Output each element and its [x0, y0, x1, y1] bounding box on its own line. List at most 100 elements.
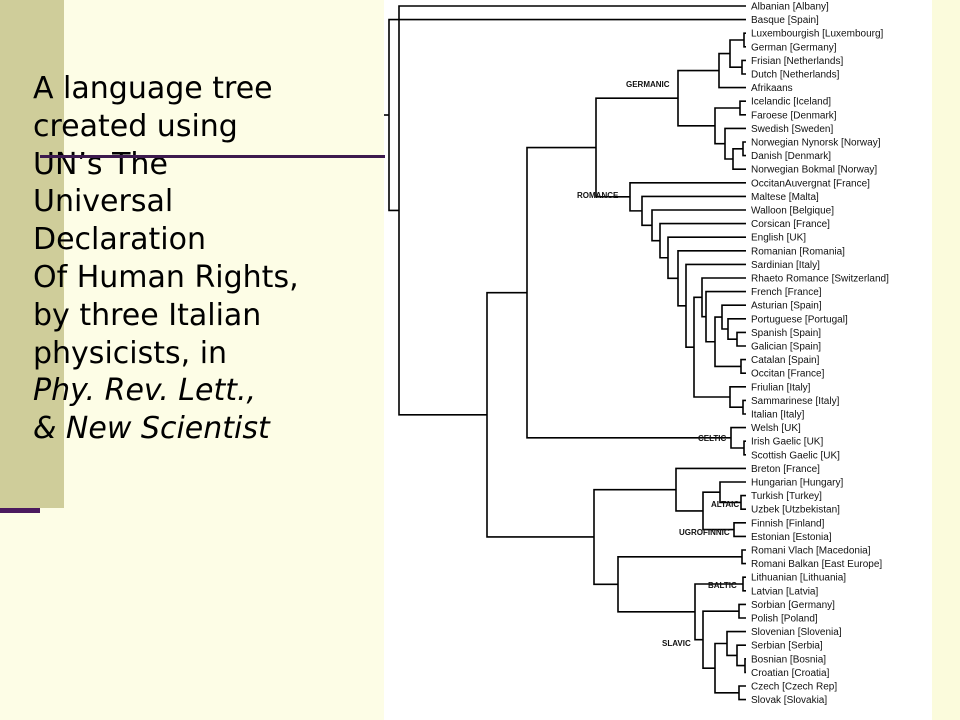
language-label: Slovenian [Slovenia]	[751, 627, 842, 638]
tree-branch	[738, 685, 746, 701]
tree-branch	[738, 603, 746, 619]
language-label: Rhaeto Romance [Switzerland]	[751, 274, 889, 285]
language-label: English [UK]	[751, 233, 806, 244]
caption-line: created using	[33, 108, 238, 144]
divider-rule	[40, 155, 385, 158]
language-label: Italian [Italy]	[751, 410, 805, 421]
tree-branch	[736, 331, 746, 347]
language-label: Czech [Czech Rep]	[751, 682, 837, 693]
tree-branch	[667, 236, 746, 280]
language-label: Afrikaans	[751, 83, 793, 94]
clade-label-slavic: SLAVIC	[662, 639, 691, 648]
tree-branch	[705, 290, 746, 343]
language-label: Faroese [Denmark]	[751, 110, 837, 121]
language-label: Irish Gaelic [UK]	[751, 437, 823, 448]
clade-label-altaic: ALTAIC	[711, 500, 739, 509]
caption-journal: Phy. Rev. Lett.,	[33, 373, 257, 409]
tree-branch	[693, 296, 730, 398]
caption-line: Declaration	[33, 222, 206, 258]
language-label: Welsh [UK]	[751, 423, 801, 434]
tree-branch	[741, 59, 746, 75]
language-label: Friulian [Italy]	[751, 382, 811, 393]
language-label: Norwegian Nynorsk [Norway]	[751, 138, 881, 149]
clade-label-germanic: GERMANIC	[626, 80, 670, 89]
caption-magazine: & New Scientist	[33, 411, 270, 447]
accent-rule	[0, 508, 40, 513]
tree-branch	[702, 491, 734, 531]
tree-branch	[641, 195, 746, 227]
clade-label-celtic: CELTIC	[698, 434, 727, 443]
caption-line: Universal	[33, 184, 174, 220]
language-label: Walloon [Belgique]	[751, 206, 834, 217]
tree-branch	[733, 522, 746, 538]
language-label: Portuguese [Portugal]	[751, 314, 848, 325]
language-label: Romanian [Romania]	[751, 246, 845, 257]
language-label: Latvian [Latvia]	[751, 586, 818, 597]
language-label: Sardinian [Italy]	[751, 260, 820, 271]
language-label: Croatian [Croatia]	[751, 668, 830, 679]
caption-line: by three Italian	[33, 297, 262, 333]
tree-branch	[701, 277, 746, 318]
language-label: Bosnian [Bosnia]	[751, 654, 826, 665]
language-label: Asturian [Spain]	[751, 301, 822, 312]
tree-branch	[742, 576, 746, 592]
language-label: Slovak [Slovakia]	[751, 695, 827, 706]
language-label: Icelandic [Iceland]	[751, 97, 831, 108]
clade-label-ugrofinnic: UGROFINNIC	[679, 528, 730, 537]
tree-branch	[742, 399, 746, 415]
clade-label-romance: ROMANCE	[577, 191, 619, 200]
caption-line: physicists, in	[33, 335, 228, 371]
tree-branch	[732, 148, 746, 170]
caption-text: A language tree created using UN’s The U…	[33, 70, 378, 448]
language-label: Scottish Gaelic [UK]	[751, 450, 840, 461]
language-label: Galician [Spain]	[751, 342, 821, 353]
tree-leaf-labels: Albanian [Albany]Basque [Spain]Luxembour…	[751, 2, 889, 707]
tree-branch	[714, 107, 740, 145]
tree-branch	[388, 18, 746, 212]
language-label: Basque [Spain]	[751, 15, 819, 26]
language-label: Uzbek [Utzbekistan]	[751, 505, 840, 516]
language-label: Hungarian [Hungary]	[751, 478, 843, 489]
tree-branch	[651, 209, 746, 242]
left-accent-band	[0, 0, 64, 508]
tree-branch	[702, 610, 739, 669]
language-label: Serbian [Serbia]	[751, 641, 823, 652]
language-label: Dutch [Netherlands]	[751, 70, 840, 81]
tree-branch	[740, 494, 746, 510]
tree-branch	[739, 100, 746, 116]
language-label: Norwegian Bokmal [Norway]	[751, 165, 877, 176]
tree-branch	[486, 291, 594, 538]
tree-branch	[743, 32, 746, 48]
language-label: German [Germany]	[751, 42, 837, 53]
language-label: French [France]	[751, 287, 822, 298]
tree-branch	[740, 358, 746, 374]
language-label: Frisian [Netherlands]	[751, 56, 843, 67]
tree-clade-labels: GERMANIC ROMANCE CELTIC ALTAIC UGROFINNI…	[577, 80, 739, 648]
tree-branch	[744, 658, 746, 674]
language-label: Lithuanian [Lithuania]	[751, 573, 846, 584]
language-label: OccitanAuvergnat [France]	[751, 178, 870, 189]
language-tree: Albanian [Albany]Basque [Spain]Luxembour…	[384, 2, 889, 707]
tree-branch	[659, 222, 746, 259]
language-label: Swedish [Sweden]	[751, 124, 833, 135]
language-label: Sorbian [Germany]	[751, 600, 835, 611]
language-label: Catalan [Spain]	[751, 355, 820, 366]
tree-branch	[593, 488, 676, 586]
tree-panel	[384, 0, 932, 720]
language-label: Romani Vlach [Macedonia]	[751, 546, 871, 557]
language-label: Romani Balkan [East Europe]	[751, 559, 882, 570]
language-label: Spanish [Spain]	[751, 328, 821, 339]
tree-branches	[384, 5, 746, 701]
tree-branch	[743, 440, 746, 456]
language-label: Maltese [Malta]	[751, 192, 819, 203]
language-label: Danish [Denmark]	[751, 151, 831, 162]
language-label: Breton [France]	[751, 464, 820, 475]
caption-line: Of Human Rights,	[33, 259, 299, 295]
caption-line: UN’s The	[33, 146, 168, 182]
language-label: Occitan [France]	[751, 369, 825, 380]
language-label: Estonian [Estonia]	[751, 532, 832, 543]
language-label: Sammarinese [Italy]	[751, 396, 840, 407]
tree-branch	[741, 549, 746, 565]
right-margin-strip	[932, 0, 960, 720]
